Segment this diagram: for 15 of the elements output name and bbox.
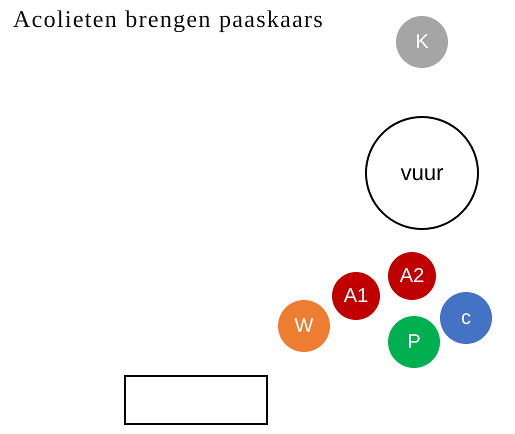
marker-label: A2: [400, 266, 424, 286]
marker-label: A1: [344, 286, 368, 306]
title: Acolieten brengen paaskaars: [13, 7, 324, 34]
person-marker: [388, 316, 440, 368]
marker-label: W: [294, 316, 314, 336]
person-marker: [440, 292, 492, 344]
person-marker: [278, 300, 330, 352]
acolyte-marker: [388, 252, 436, 300]
marker-label: vuur: [400, 162, 444, 184]
person-marker: [396, 16, 448, 68]
acolyte-marker: [332, 272, 380, 320]
marker-label: c: [461, 308, 471, 328]
marker-label: K: [415, 32, 429, 52]
marker-label: P: [407, 332, 421, 352]
empty-rectangle: [124, 375, 268, 425]
